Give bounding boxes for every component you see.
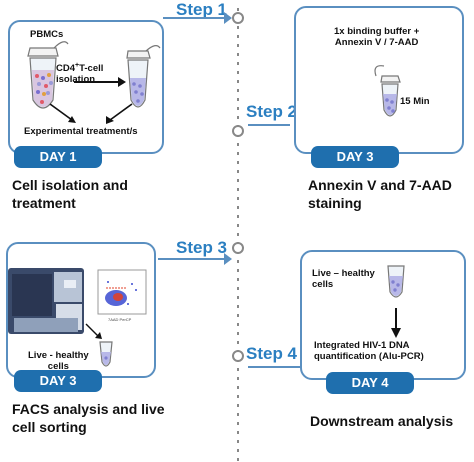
isolation-label: CD4+T-cell isolation xyxy=(56,62,104,86)
step-1-arrow-head xyxy=(224,12,232,24)
timeline-node xyxy=(232,125,244,137)
step-2-label: Step 2 xyxy=(246,102,298,121)
step-2-arrow xyxy=(248,124,290,126)
panel-day3-staining: 1x binding buffer +Annexin V / 7-AAD 15 … xyxy=(294,6,464,154)
timeline-node xyxy=(232,350,244,362)
caption-panel4: Downstream analysis xyxy=(310,413,454,429)
step-1-label: Step 1 xyxy=(176,0,228,19)
facs-machine-icon xyxy=(8,268,84,334)
pbmc-tube-icon xyxy=(27,41,69,109)
facs-plot-icon: 7AAD PerCP xyxy=(97,269,147,322)
staining-tube-icon xyxy=(374,65,401,117)
step-4-arrow xyxy=(248,366,300,368)
step-3-arrow-head xyxy=(224,253,232,265)
cd4-tube-icon xyxy=(126,45,161,108)
step-3-arrow xyxy=(158,258,224,260)
svg-text:7AAD PerCP: 7AAD PerCP xyxy=(108,317,132,322)
panel1-graphics xyxy=(27,41,161,124)
downstream-arrow xyxy=(391,308,401,338)
sorted-tube-icon xyxy=(99,341,113,367)
treatment-label: Experimental treatment/s xyxy=(24,126,138,137)
day-badge-1: DAY 1 xyxy=(14,146,102,168)
sort-arrow xyxy=(85,323,102,339)
time-label: 15 Min xyxy=(400,96,430,107)
step-1-arrow xyxy=(163,17,225,19)
timeline-node xyxy=(232,12,244,24)
timeline-node xyxy=(232,242,244,254)
final-tube-icon xyxy=(387,265,405,298)
day-badge-3a: DAY 3 xyxy=(311,146,399,168)
step-4-label: Step 4 xyxy=(246,344,298,363)
day-badge-3b: DAY 3 xyxy=(14,370,102,392)
day-badge-4: DAY 4 xyxy=(326,372,414,394)
step-3-label: Step 3 xyxy=(176,238,228,257)
buffer-label: 1x binding buffer +Annexin V / 7-AAD xyxy=(334,26,420,48)
pbmcs-label: PBMCs xyxy=(30,29,64,40)
